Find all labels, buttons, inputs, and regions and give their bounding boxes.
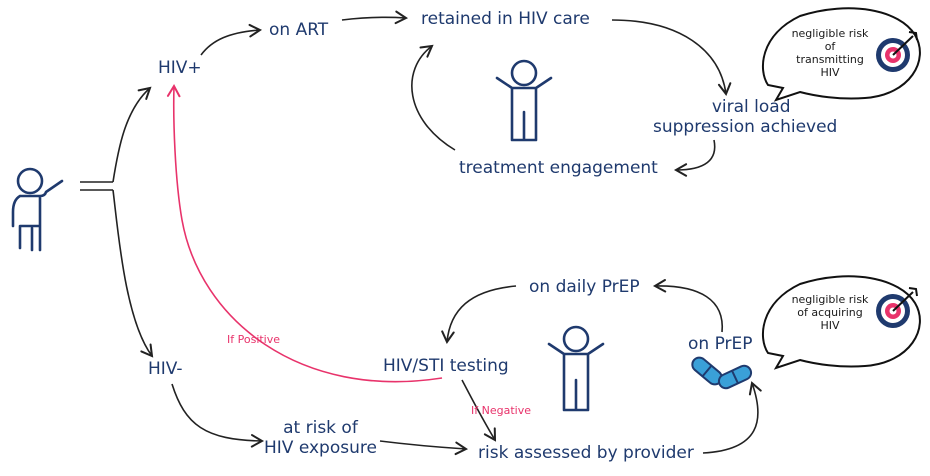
bubble-bottom-line-2: of acquiring — [797, 306, 863, 319]
node-at-risk: at risk of HIV exposure — [264, 418, 377, 458]
node-hiv-sti-testing: HIV/STI testing — [383, 356, 509, 376]
edge-label-if-positive: If Positive — [227, 333, 281, 346]
arrow-hivneg-to-atrisk — [171, 383, 265, 448]
node-on-prep: on PrEP — [688, 334, 753, 354]
arrow-prep-to-daily — [652, 279, 723, 333]
node-on-daily-prep: on daily PrEP — [529, 277, 640, 297]
arrow-treatment-to-retained — [411, 44, 456, 151]
bubble-text-transmitting: negligible risk of transmitting HIV — [790, 27, 870, 79]
bubble-top-line-1: negligible risk — [791, 27, 869, 40]
person-icon — [495, 59, 553, 142]
node-treatment-engagement: treatment engagement — [459, 158, 658, 178]
connector-lines — [80, 181, 113, 191]
arrow-retained-to-viral — [611, 19, 732, 97]
bubble-top-line-2: of transmitting — [796, 40, 864, 66]
node-viral-load: viral load suppression achieved — [653, 97, 837, 137]
arrow-hivpos-to-art — [200, 23, 263, 56]
node-retained-in-care: retained in HIV care — [421, 9, 590, 29]
arrow-positive-to-hivpos — [166, 83, 443, 383]
bubble-bottom-line-1: negligible risk — [791, 293, 869, 306]
speech-bubble-icon — [761, 275, 921, 370]
node-hiv-negative: HIV- — [148, 359, 183, 379]
person-pointing-icon — [11, 167, 64, 252]
arrow-testing-to-assessed — [461, 379, 497, 442]
node-hiv-positive: HIV+ — [158, 58, 202, 78]
bubble-top-line-3: HIV — [820, 66, 840, 79]
bubble-bottom-line-3: HIV — [820, 319, 840, 332]
target-icon — [876, 31, 918, 72]
viral-load-line-1: viral load — [711, 97, 791, 117]
viral-load-line-2: suppression achieved — [653, 117, 838, 137]
arrow-to-hiv-neg — [112, 189, 154, 358]
arrow-art-to-retained — [341, 10, 409, 25]
edge-label-if-negative: If Negative — [471, 404, 531, 417]
arrow-assessed-to-prep — [702, 381, 762, 454]
bubble-text-acquiring: negligible risk of acquiring HIV — [790, 293, 870, 332]
arrow-to-hiv-pos — [112, 86, 152, 183]
pill-icon — [691, 356, 753, 390]
arrow-daily-to-testing — [441, 285, 517, 345]
at-risk-line-2: HIV exposure — [264, 438, 377, 458]
arrow-viral-to-treatment — [673, 139, 716, 177]
node-on-art: on ART — [269, 20, 329, 40]
arrow-atrisk-to-assessed — [379, 440, 469, 456]
at-risk-line-1: at risk of — [283, 418, 358, 438]
node-risk-assessed: risk assessed by provider — [478, 443, 694, 463]
speech-bubble-icon — [761, 7, 921, 102]
target-icon — [876, 287, 918, 328]
person-icon — [547, 325, 605, 412]
